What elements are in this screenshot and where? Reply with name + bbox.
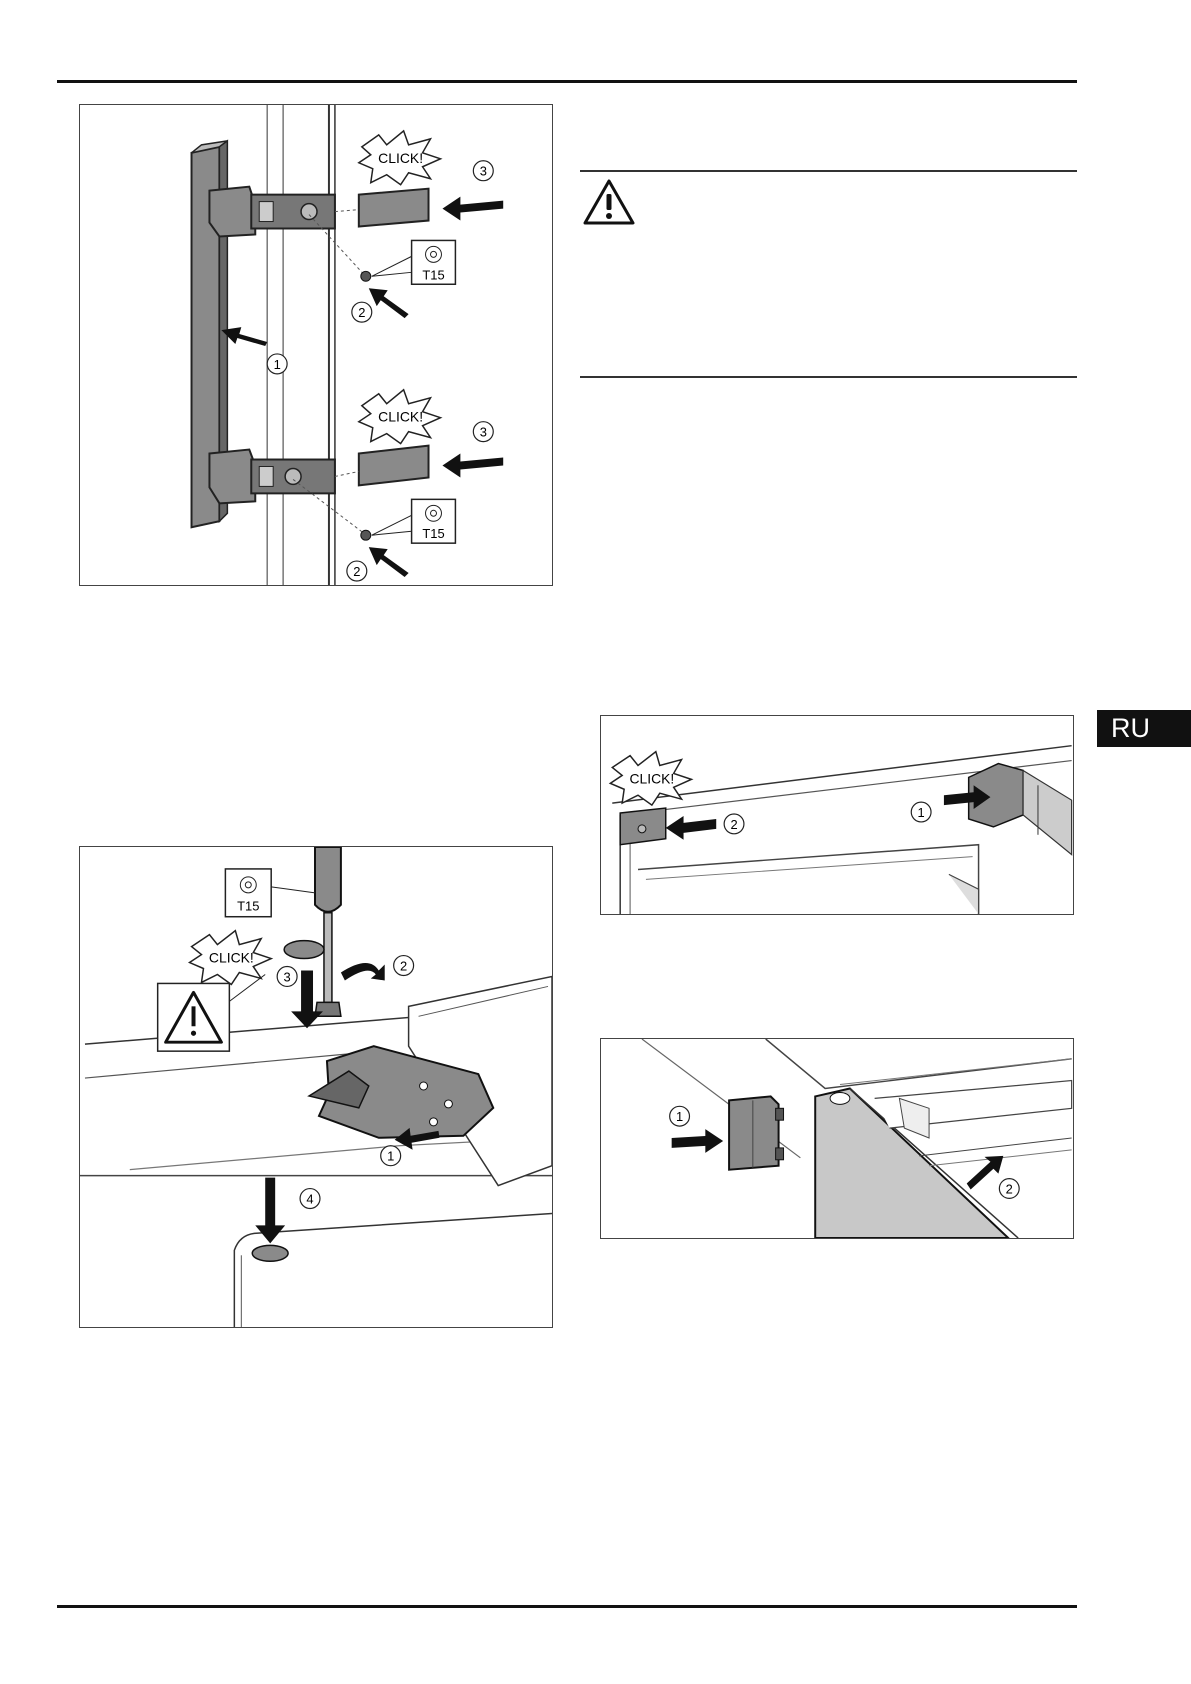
arrows xyxy=(221,196,504,578)
cover-clip-illustration: CLICK! 1 2 xyxy=(608,744,1073,914)
svg-text:1: 1 xyxy=(387,1149,394,1164)
figure-cover-clip: CLICK! 1 2 xyxy=(600,715,1074,915)
svg-text:2: 2 xyxy=(358,305,365,320)
callout-1: 1 xyxy=(380,1145,402,1167)
lower-bracket xyxy=(250,458,336,495)
svg-text:1: 1 xyxy=(918,805,925,820)
hinge-installation-illustration: T15 CLICK! 1 2 xyxy=(80,847,552,1327)
side-cover-part xyxy=(728,1095,780,1171)
callout-2: 2 xyxy=(998,1178,1020,1199)
arrows xyxy=(665,785,991,840)
upper-bracket xyxy=(250,193,336,230)
click-label: CLICK! xyxy=(630,770,675,786)
callout-1: 1 xyxy=(910,801,932,823)
figure-hinge-installation: T15 CLICK! 1 2 xyxy=(79,846,553,1328)
svg-text:2: 2 xyxy=(353,564,360,579)
callout-1: 1 xyxy=(669,1105,691,1127)
side-cover-illustration: 1 2 xyxy=(641,1039,1073,1238)
hinge-part xyxy=(307,1045,495,1139)
svg-text:1: 1 xyxy=(676,1109,683,1124)
figure-side-cover: 1 2 xyxy=(600,1038,1074,1239)
click-burst xyxy=(608,750,694,807)
tool-label-bottom: T15 xyxy=(422,526,444,541)
svg-text:3: 3 xyxy=(480,164,487,179)
upper-cover-cap xyxy=(357,187,430,228)
figure-handle-mounting: T15 T15 CLICK! CLICK! 1 2 2 xyxy=(79,104,553,586)
callout-2: 2 xyxy=(723,813,745,835)
callout-1: 1 xyxy=(266,353,288,375)
click-label-bottom: CLICK! xyxy=(378,409,423,425)
callout-2: 2 xyxy=(393,954,415,977)
warning-rule-top xyxy=(580,170,1077,172)
tool-label-top: T15 xyxy=(422,267,444,282)
cover-cap-installed xyxy=(251,1244,289,1263)
click-burst xyxy=(187,929,274,986)
callout-3-bottom: 3 xyxy=(472,421,494,443)
screwdriver xyxy=(314,847,342,1018)
click-burst-bottom xyxy=(357,388,443,445)
callout-3: 3 xyxy=(276,965,298,988)
svg-text:2: 2 xyxy=(400,958,407,973)
cover-cap xyxy=(283,939,325,960)
svg-text:2: 2 xyxy=(730,817,737,832)
callout-2-bottom: 2 xyxy=(346,560,368,582)
door-panel xyxy=(814,1087,1010,1238)
door-handle xyxy=(190,139,257,529)
svg-text:3: 3 xyxy=(480,425,487,440)
warning-triangle-icon xyxy=(583,179,635,225)
svg-text:1: 1 xyxy=(274,357,281,372)
click-burst-top xyxy=(357,129,443,186)
upper-screw xyxy=(360,270,372,282)
language-tab: RU xyxy=(1097,710,1191,747)
callout-2-top: 2 xyxy=(351,301,373,323)
tool-label: T15 xyxy=(237,899,259,914)
callout-3-top: 3 xyxy=(472,160,494,182)
arrows xyxy=(671,1129,1004,1190)
warning-rule-bottom xyxy=(580,376,1077,378)
svg-text:2: 2 xyxy=(1006,1181,1013,1196)
lower-screw xyxy=(360,529,372,541)
handle-mounting-illustration: T15 T15 CLICK! CLICK! 1 2 2 xyxy=(190,105,504,585)
footer-rule xyxy=(57,1605,1077,1608)
arrows xyxy=(255,962,440,1244)
svg-text:3: 3 xyxy=(284,969,291,984)
click-label: CLICK! xyxy=(209,950,254,966)
lower-cover-cap xyxy=(357,444,430,487)
callout-4: 4 xyxy=(299,1187,321,1210)
header-rule xyxy=(57,80,1077,83)
click-label-top: CLICK! xyxy=(378,150,423,166)
svg-text:4: 4 xyxy=(306,1192,313,1207)
warning-label xyxy=(156,982,231,1052)
